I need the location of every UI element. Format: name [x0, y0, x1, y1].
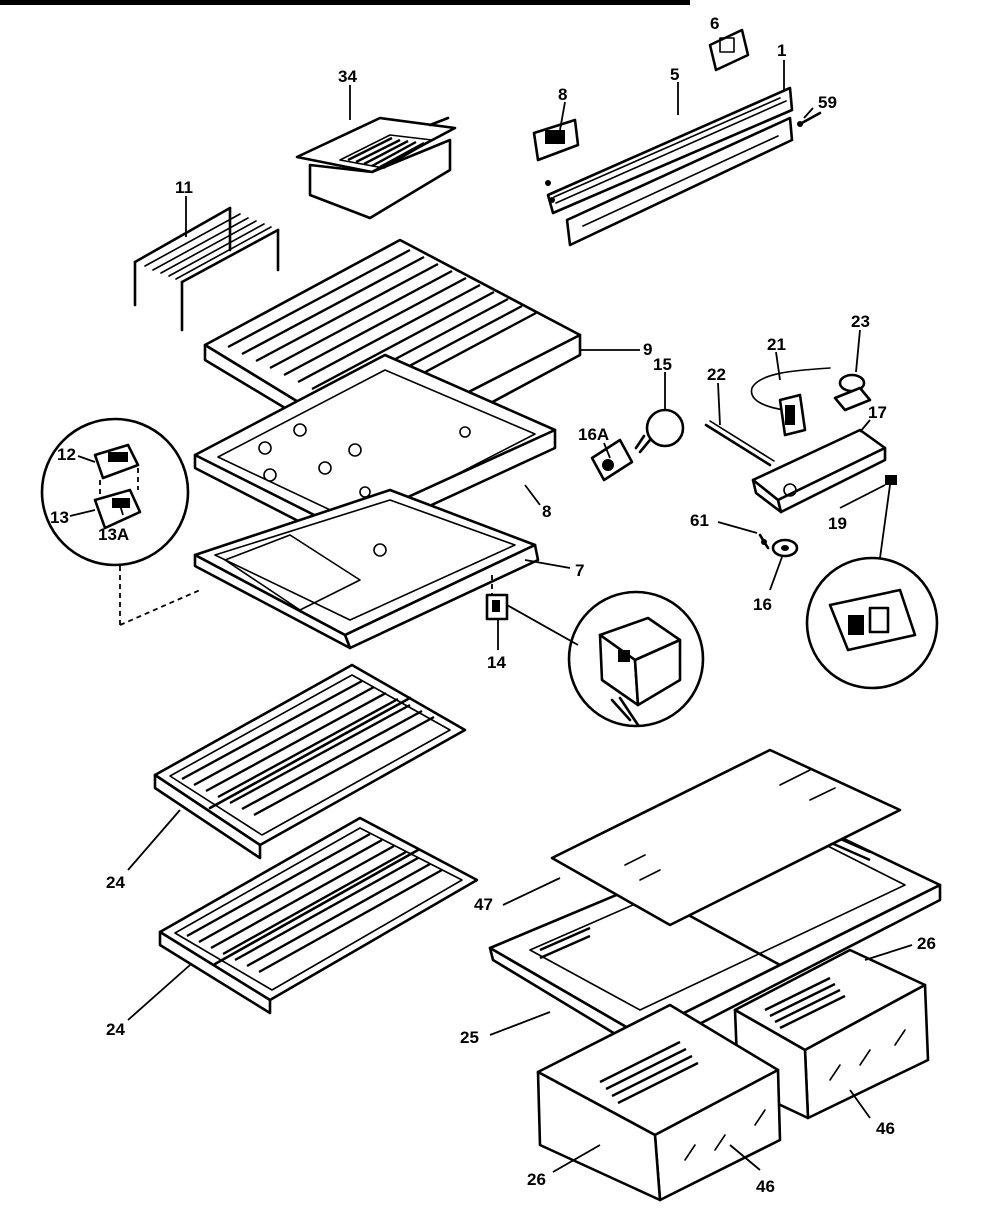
part-17-housing — [751, 428, 887, 514]
label-part-46-right: 46 — [876, 1119, 895, 1138]
part-59-screw — [797, 111, 822, 127]
label-part-13a: 13A — [98, 525, 129, 544]
part-labels: 1 5 6 8 59 34 11 9 8 7 12 13 13A 14 16A … — [50, 14, 936, 1196]
label-part-46-left: 46 — [756, 1177, 775, 1196]
label-part-19: 19 — [828, 514, 847, 533]
label-part-11: 11 — [175, 178, 193, 197]
label-part-17: 17 — [868, 403, 887, 422]
part-47-glass — [550, 748, 902, 927]
part-6-bracket — [708, 28, 750, 72]
label-part-24-upper: 24 — [106, 873, 125, 892]
part-24-shelf-upper — [153, 663, 467, 860]
part-7-bottom-pan — [193, 488, 540, 650]
part-22-rod — [704, 420, 775, 467]
label-part-25: 25 — [460, 1028, 479, 1047]
label-part-7: 7 — [575, 561, 584, 580]
label-part-22: 22 — [707, 365, 726, 384]
label-part-23: 23 — [851, 312, 870, 331]
label-part-13: 13 — [50, 508, 69, 527]
label-part-12: 12 — [57, 445, 76, 464]
part-19-switch — [805, 475, 939, 690]
label-part-8-frame: 8 — [542, 502, 551, 521]
label-part-24-lower: 24 — [106, 1020, 125, 1039]
part-11-wire-rack — [133, 206, 280, 332]
label-part-15: 15 — [653, 355, 672, 374]
label-part-26-right: 26 — [917, 934, 936, 953]
part-8-bracket — [532, 118, 580, 162]
label-part-59: 59 — [818, 93, 837, 112]
label-part-61: 61 — [690, 511, 709, 530]
leader-lines — [69, 60, 913, 1173]
part-14-switch — [485, 575, 705, 728]
label-part-16a: 16A — [578, 425, 609, 444]
part-24-shelf-lower — [158, 816, 479, 1015]
detail-circle-12-13 — [40, 417, 201, 626]
label-part-16: 16 — [753, 595, 772, 614]
part-26-drawer-left — [536, 1003, 782, 1202]
part-16a-socket — [590, 438, 634, 482]
label-part-21: 21 — [767, 335, 786, 354]
label-part-5: 5 — [670, 65, 679, 84]
label-part-6: 6 — [710, 14, 719, 33]
label-part-34: 34 — [338, 67, 357, 86]
label-part-1: 1 — [777, 41, 786, 60]
part-61-screw — [758, 533, 770, 550]
part-21-wire — [750, 367, 831, 437]
part-26-drawer-right — [733, 948, 930, 1120]
label-part-26-left: 26 — [527, 1170, 546, 1189]
label-part-14: 14 — [487, 653, 506, 672]
part-16-grommet — [771, 538, 799, 558]
cropped-heading-fragment — [0, 0, 690, 5]
label-part-9: 9 — [643, 340, 652, 359]
label-part-8-top: 8 — [558, 85, 567, 104]
part-34-tray — [295, 116, 457, 220]
part-23-thermostat — [833, 373, 872, 412]
part-15-bulb — [634, 408, 685, 454]
part-rail-1-5 — [545, 86, 794, 247]
label-part-47: 47 — [474, 895, 493, 914]
